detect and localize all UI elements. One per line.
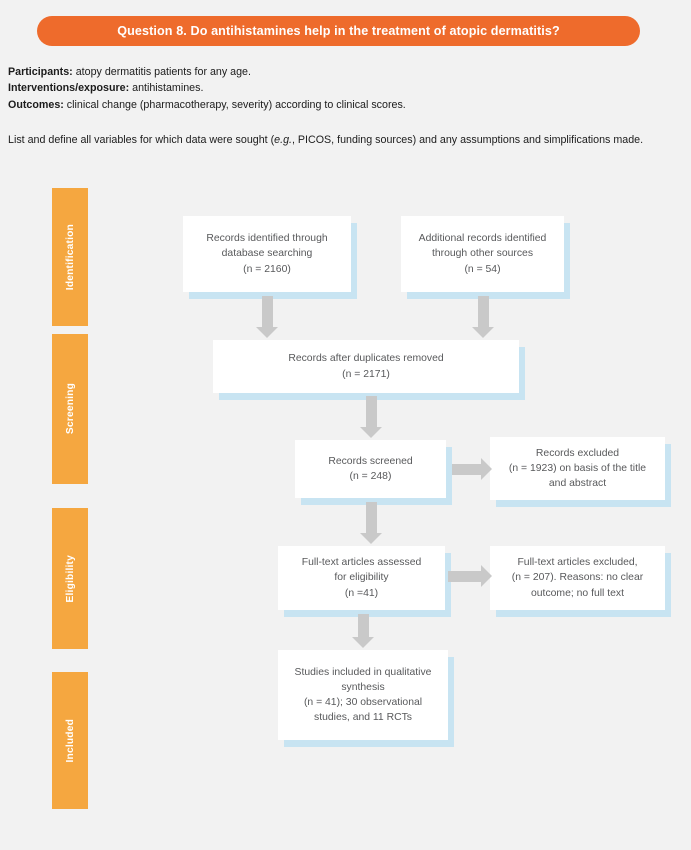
arrow-head [352,637,374,648]
flow-box-database-searching: Records identified through database sear… [183,216,351,292]
stage-rail-screening: Screening [52,334,88,484]
arrow-head [360,533,382,544]
flow-box-qualitative-synthesis: Studies included in qualitative synthesi… [278,650,448,740]
picos-outcomes-value: clinical change (pharmacotherapy, severi… [63,98,406,111]
arrow-head [360,427,382,438]
stage-label-included: Included [64,718,76,763]
stage-rail-identification: Identification [52,188,88,326]
arrow-shaft [477,296,489,327]
flow-box-other-sources-text: Additional records identified through ot… [418,233,547,275]
variables-note-after: , PICOS, funding sources) and any assump… [291,134,644,146]
picos-outcomes-line: Outcomes: clinical change (pharmacothera… [8,97,684,113]
flow-box-other-sources: Additional records identified through ot… [401,216,564,292]
arrow-head [481,458,492,480]
picos-description: Participants: atopy dermatitis patients … [8,64,684,113]
flow-box-records-screened-text: Records screened (n = 248) [328,455,413,482]
arrow-shaft [365,396,377,427]
arrow-down-icon-duplicates-to-screened [360,396,382,438]
flow-box-fulltext-excluded: Full-text articles excluded, (n = 207). … [490,546,665,610]
flow-box-fulltext-assessed: Full-text articles assessed for eligibil… [278,546,445,610]
stage-rail-included: Included [52,672,88,809]
stage-rail-eligibility: Eligibility [52,508,88,649]
flow-box-records-excluded-text: Records excluded (n = 1923) on basis of … [508,447,647,490]
flow-box-fulltext-excluded-text: Full-text articles excluded, (n = 207). … [511,557,644,599]
arrow-shaft [452,463,481,475]
question-banner-title: Question 8. Do antihistamines help in th… [117,24,560,38]
arrow-right-icon-fulltext-to-excluded [448,565,492,587]
arrow-down-icon-database-to-duplicates [256,296,278,338]
picos-participants-line: Participants: atopy dermatitis patients … [8,64,684,80]
arrow-right-icon-screened-to-excluded [452,458,492,480]
variables-note: List and define all variables for which … [8,132,688,148]
flow-box-database-searching-text: Records identified through database sear… [206,233,328,275]
arrow-down-icon-other-to-duplicates [472,296,494,338]
arrow-head [256,327,278,338]
arrow-down-icon-fulltext-to-qualitative [352,614,374,648]
arrow-shaft [365,502,377,533]
picos-participants-value: atopy dermatitis patients for any age. [72,66,251,78]
picos-interventions-label: Interventions/exposure: [8,82,130,95]
flow-box-duplicates-removed-text: Records after duplicates removed (n = 21… [288,353,444,380]
flow-box-fulltext-assessed-text: Full-text articles assessed for eligibil… [301,557,422,599]
picos-participants-label: Participants: [8,66,73,78]
picos-outcomes-label: Outcomes: [8,98,64,111]
stage-label-identification: Identification [64,223,76,291]
flow-box-records-screened: Records screened (n = 248) [295,440,446,498]
picos-interventions-line: Interventions/exposure: antihistamines. [8,80,684,96]
arrow-shaft [448,570,481,582]
question-banner: Question 8. Do antihistamines help in th… [37,16,640,46]
stage-label-screening: Screening [64,383,76,435]
arrow-shaft [261,296,273,327]
arrow-head [481,565,492,587]
stage-label-eligibility: Eligibility [64,554,76,603]
flow-box-qualitative-synthesis-text: Studies included in qualitative synthesi… [294,666,432,724]
flow-box-records-excluded: Records excluded (n = 1923) on basis of … [490,437,665,500]
flow-box-duplicates-removed: Records after duplicates removed (n = 21… [213,340,519,393]
arrow-down-icon-screened-to-fulltext [360,502,382,544]
variables-note-before: List and define all variables for which … [8,134,275,146]
picos-interventions-value: antihistamines. [129,82,204,95]
arrow-shaft [357,614,369,637]
variables-note-italic: e.g. [274,134,292,146]
arrow-head [472,327,494,338]
